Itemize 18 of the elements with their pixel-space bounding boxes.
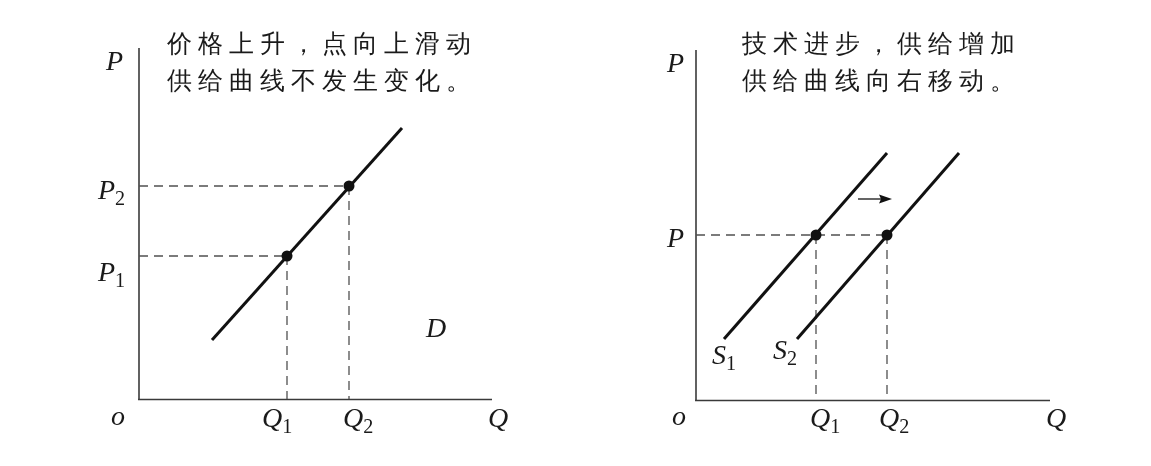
tick-label: Q$_{2}$	[879, 403, 911, 436]
annotation-text: 价格上升，点向上滑动供给曲线不发生变化。	[167, 28, 478, 97]
axis-label: P	[106, 46, 125, 78]
tick-label: Q$_{1}$	[262, 403, 294, 436]
curve-label: S$_{2}$	[773, 335, 799, 368]
curve-label: S$_{1}$	[712, 340, 738, 373]
annotation-text: 技术进步，供给增加供给曲线向右移动。	[742, 28, 1022, 97]
origin-label: o	[111, 401, 126, 433]
axis-label: P	[667, 48, 686, 80]
axis-label: Q	[488, 403, 510, 435]
tick-label: Q$_{1}$	[810, 403, 842, 436]
tick-label: P$_{1}$	[98, 257, 127, 290]
graph-label: D	[426, 313, 448, 345]
tick-label: P$_{2}$	[98, 175, 127, 208]
origin-label: o	[672, 401, 687, 433]
axis-label: Q	[1046, 403, 1068, 435]
tick-label: Q$_{2}$	[343, 403, 375, 436]
tick-label: P	[667, 223, 686, 255]
